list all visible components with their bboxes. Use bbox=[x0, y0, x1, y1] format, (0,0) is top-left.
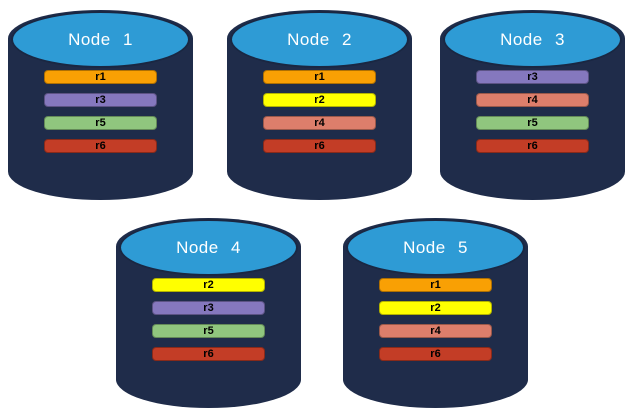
replica-label: r3 bbox=[95, 94, 106, 106]
replica-list: r1 r2 r4 r6 bbox=[343, 278, 528, 370]
replica-label: r6 bbox=[430, 348, 441, 360]
replica-bar-r4: r4 bbox=[379, 324, 492, 338]
replica-label: r3 bbox=[203, 302, 214, 314]
cylinder-top: Node 1 bbox=[11, 11, 190, 68]
replica-label: r5 bbox=[527, 117, 538, 129]
replica-label: r1 bbox=[314, 71, 325, 83]
replica-list: r1 r3 r5 r6 bbox=[8, 70, 193, 162]
replica-label: r1 bbox=[430, 279, 441, 291]
node-label: Node 4 bbox=[176, 237, 241, 257]
replica-bar-r6: r6 bbox=[152, 347, 265, 361]
node-label: Node 1 bbox=[68, 29, 133, 49]
node-cylinder-3: Node 3 r3 r4 r5 r6 bbox=[440, 10, 625, 200]
replica-label: r4 bbox=[430, 325, 441, 337]
replica-label: r2 bbox=[203, 279, 214, 291]
replica-bar-r6: r6 bbox=[44, 139, 157, 153]
node-label: Node 5 bbox=[403, 237, 468, 257]
node-label: Node 3 bbox=[500, 29, 565, 49]
node-cylinder-1: Node 1 r1 r3 r5 r6 bbox=[8, 10, 193, 200]
node-cylinder-4: Node 4 r2 r3 r5 r6 bbox=[116, 218, 301, 408]
replica-bar-r2: r2 bbox=[263, 93, 376, 107]
replica-label: r6 bbox=[95, 140, 106, 152]
replica-bar-r5: r5 bbox=[476, 116, 589, 130]
replica-bar-r4: r4 bbox=[263, 116, 376, 130]
replica-label: r3 bbox=[527, 71, 538, 83]
cylinder-top: Node 4 bbox=[119, 219, 298, 276]
replica-label: r2 bbox=[314, 94, 325, 106]
replica-bar-r3: r3 bbox=[152, 301, 265, 315]
replica-label: r1 bbox=[95, 71, 106, 83]
cylinder-top: Node 3 bbox=[443, 11, 622, 68]
replica-bar-r5: r5 bbox=[44, 116, 157, 130]
replica-bar-r3: r3 bbox=[476, 70, 589, 84]
replica-bar-r6: r6 bbox=[379, 347, 492, 361]
replica-list: r3 r4 r5 r6 bbox=[440, 70, 625, 162]
replica-bar-r2: r2 bbox=[379, 301, 492, 315]
replica-bar-r6: r6 bbox=[476, 139, 589, 153]
replica-label: r2 bbox=[430, 302, 441, 314]
replica-bar-r3: r3 bbox=[44, 93, 157, 107]
replica-label: r5 bbox=[203, 325, 214, 337]
replica-bar-r4: r4 bbox=[476, 93, 589, 107]
replica-bar-r5: r5 bbox=[152, 324, 265, 338]
replica-bar-r1: r1 bbox=[44, 70, 157, 84]
node-cylinder-5: Node 5 r1 r2 r4 r6 bbox=[343, 218, 528, 408]
replica-bar-r1: r1 bbox=[379, 278, 492, 292]
replica-bar-r1: r1 bbox=[263, 70, 376, 84]
replica-bar-r2: r2 bbox=[152, 278, 265, 292]
replica-label: r6 bbox=[527, 140, 538, 152]
replica-list: r1 r2 r4 r6 bbox=[227, 70, 412, 162]
replica-label: r4 bbox=[314, 117, 325, 129]
replica-bar-r6: r6 bbox=[263, 139, 376, 153]
replica-label: r6 bbox=[314, 140, 325, 152]
replica-label: r4 bbox=[527, 94, 538, 106]
replica-list: r2 r3 r5 r6 bbox=[116, 278, 301, 370]
node-label: Node 2 bbox=[287, 29, 352, 49]
cylinder-top: Node 5 bbox=[346, 219, 525, 276]
replica-label: r6 bbox=[203, 348, 214, 360]
cylinder-top: Node 2 bbox=[230, 11, 409, 68]
replica-label: r5 bbox=[95, 117, 106, 129]
node-cylinder-2: Node 2 r1 r2 r4 r6 bbox=[227, 10, 412, 200]
